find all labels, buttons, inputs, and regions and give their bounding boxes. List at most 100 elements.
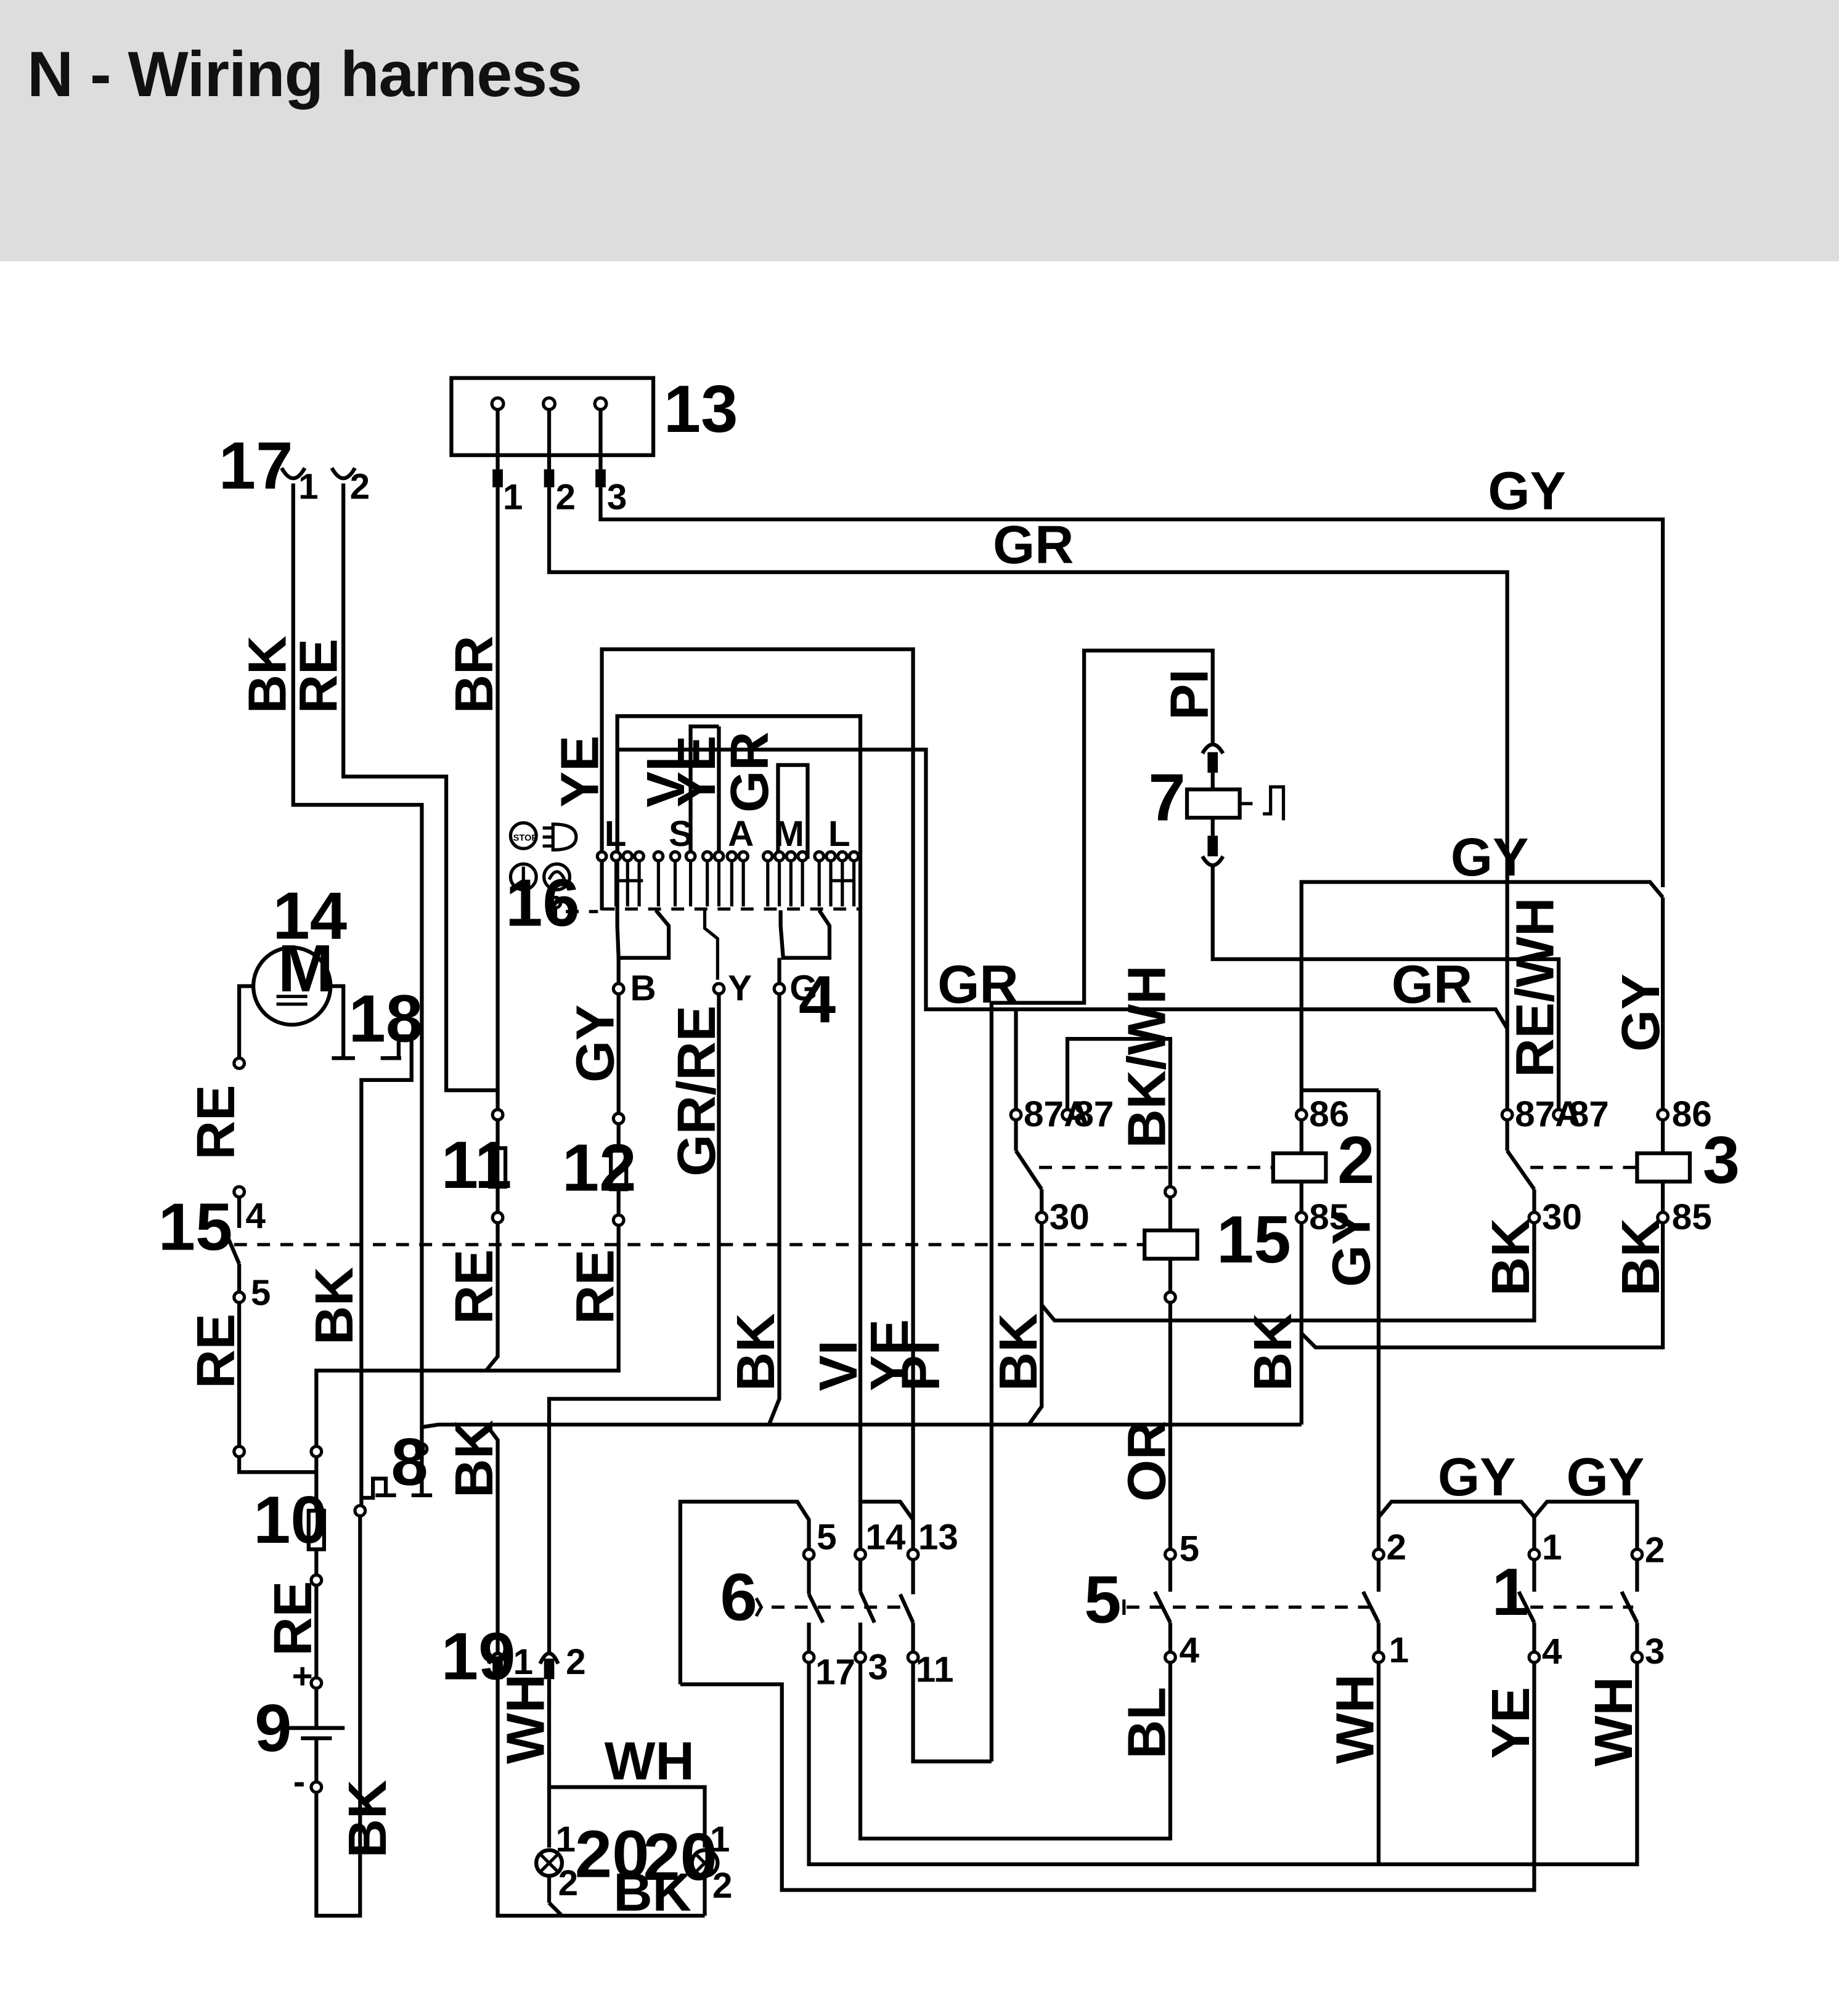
relay-15: [1143, 1185, 1199, 1550]
wire-bk-18: BK: [304, 1267, 364, 1345]
switch-6: [678, 1500, 1639, 1892]
wires-top: [291, 483, 1665, 1425]
switch-5: [1122, 1088, 1385, 1864]
lamp-b-pin-2: 2: [712, 1866, 732, 1906]
wire-re-15: RE: [186, 1314, 246, 1389]
wire-bk-r2: BK: [1480, 1218, 1541, 1296]
wire-or: OR: [1117, 1421, 1177, 1502]
fuse-11: [484, 1108, 508, 1372]
r2-30: 30: [1050, 1197, 1090, 1237]
s1-pin-2: 2: [1645, 1530, 1665, 1570]
s1-pin-1: 1: [1542, 1527, 1562, 1567]
pin-13-3: 3: [607, 477, 627, 517]
wire-re-10: RE: [263, 1581, 323, 1656]
connector-19: [484, 1423, 707, 1918]
wire-bk-20: BK: [613, 1862, 691, 1922]
wire-gy-top: GY: [1488, 460, 1566, 521]
wire-vi-low: VI: [808, 1340, 868, 1391]
pin-19-1: 1: [513, 1642, 533, 1682]
wire-pi-low: PI: [890, 1340, 950, 1391]
label-19: 19: [441, 1619, 516, 1693]
pin-13-2: 2: [555, 477, 575, 517]
sw-pin-L2: L: [828, 814, 850, 854]
fuse-10: [306, 1444, 326, 1678]
label-9: 9: [255, 1691, 292, 1765]
motor-14: M: [237, 931, 355, 1060]
label-15-right: 15: [1217, 1202, 1291, 1277]
label-1: 1: [1492, 1555, 1529, 1629]
label-11: 11: [441, 1128, 512, 1202]
ground-8: [360, 1422, 1302, 1500]
pin-17-2: 2: [350, 467, 370, 507]
wire-gr-left: GR: [937, 954, 1018, 1015]
wire-bk-9: BK: [337, 1780, 398, 1858]
wire-gr-top: GR: [993, 514, 1074, 575]
lamp-icon: [534, 1848, 565, 1917]
ignition-icon: [542, 862, 572, 892]
connector-13: [449, 376, 656, 487]
r3-87A: 87A: [1515, 1094, 1581, 1134]
label-5: 5: [1084, 1562, 1121, 1636]
wire-bk-wh: BK/WH: [1117, 965, 1177, 1148]
s5-pin-5: 5: [1180, 1529, 1199, 1569]
label-6: 6: [720, 1559, 757, 1634]
s1-pin-4: 4: [1542, 1632, 1562, 1672]
s6-pin-11: 11: [916, 1649, 954, 1689]
pin-4-B: B: [630, 968, 656, 1008]
lamp-a-pin-2: 2: [558, 1863, 578, 1903]
pin-4-G: G: [789, 968, 817, 1008]
r3-30: 30: [1542, 1197, 1582, 1237]
wire-gy-mid: GY: [1321, 1209, 1381, 1287]
switch-1: [1377, 1500, 1644, 1664]
wire-re-14: RE: [186, 1084, 246, 1160]
wire-gr-sw: GR: [719, 731, 780, 812]
wire-re-17: RE: [288, 638, 349, 713]
label-14: 14: [272, 878, 347, 953]
glow-plug-icon: [508, 862, 538, 892]
svg-text:M: M: [278, 931, 333, 1006]
r3-86: 86: [1672, 1094, 1712, 1134]
label-7: 7: [1148, 760, 1185, 834]
sw-pin-M: M: [774, 814, 804, 854]
s5-pin-1: 1: [1389, 1630, 1409, 1670]
wire-vi: VI: [635, 757, 696, 808]
switch-18: [359, 1034, 414, 1511]
wire-gy-relay: GY: [1451, 827, 1529, 887]
wire-re-fuse11: RE: [444, 1250, 504, 1325]
connector-4: [547, 957, 786, 1652]
ignition-switch-16: [595, 647, 1016, 1520]
wire-wh-1: WH: [1583, 1677, 1644, 1766]
lamp-b-pin-1: 1: [710, 1819, 730, 1860]
label-2: 2: [1337, 1123, 1374, 1197]
wire-ye-1: YE: [1480, 1687, 1541, 1759]
r2-87A: 87A: [1024, 1094, 1090, 1134]
label-12: 12: [562, 1130, 637, 1205]
wire-pi-7: PI: [1159, 669, 1219, 720]
label-18: 18: [348, 981, 423, 1055]
label-4: 4: [799, 962, 836, 1036]
label-17: 17: [219, 428, 293, 503]
s6-pin-14: 14: [865, 1518, 905, 1558]
wire-gy-s1a: GY: [1438, 1447, 1516, 1507]
label-13: 13: [664, 372, 738, 446]
fuse-12: [314, 1112, 629, 1447]
r3-85: 85: [1672, 1197, 1712, 1237]
r3-87: 87: [1569, 1094, 1609, 1134]
label-3: 3: [1703, 1123, 1740, 1197]
wire-re-fuse12: RE: [565, 1250, 625, 1325]
page-title: N - Wiring harness: [27, 39, 582, 110]
label-15-left: 15: [158, 1189, 233, 1264]
wire-gr-relay: GR: [1392, 954, 1472, 1015]
pin-4-Y: Y: [728, 968, 752, 1008]
s6-pin-13: 13: [918, 1518, 958, 1558]
switch-15: [222, 1056, 1145, 1474]
label-10: 10: [253, 1482, 328, 1557]
headlight-icon: [542, 822, 578, 852]
svg-text:STOP: STOP: [513, 834, 538, 843]
s6-pin-17: 17: [815, 1652, 855, 1693]
label-16: 16: [505, 865, 580, 940]
pin-17-1: 1: [298, 467, 318, 507]
wire-wh-5: WH: [1325, 1674, 1385, 1764]
connector-17: [280, 466, 357, 481]
key-icon: [548, 895, 598, 922]
